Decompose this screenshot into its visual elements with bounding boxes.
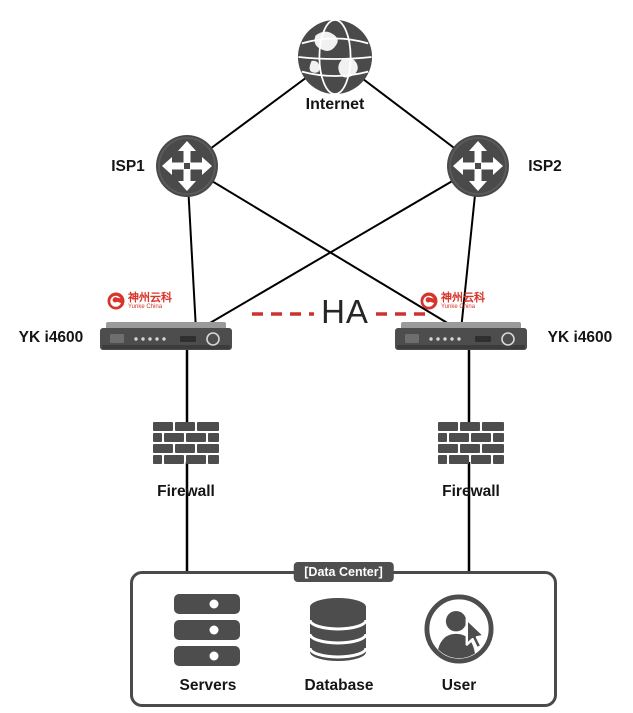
isp1-label: ISP1 [111, 158, 145, 175]
servers-node [174, 594, 240, 671]
firewall-right-label: Firewall [442, 483, 500, 500]
device-left-label: YK i4600 [18, 329, 84, 346]
user-icon [424, 594, 494, 664]
firewall-icon [438, 422, 504, 464]
brand-swirl-icon [107, 292, 125, 310]
firewall-right-node [438, 422, 504, 473]
link-isp2-device-left [197, 165, 479, 331]
isp1-node [155, 134, 219, 203]
device-right-label: YK i4600 [547, 329, 613, 346]
isp2-label: ISP2 [528, 158, 562, 175]
appliance-icon [395, 322, 527, 350]
brand-swirl-icon [420, 292, 438, 310]
user-node [424, 594, 494, 669]
brand-subname: Yunke China [128, 304, 163, 310]
database-node [308, 596, 368, 671]
globe-icon [297, 19, 373, 95]
servers-icon [174, 594, 240, 666]
brand-logo-right: 神州云科 Yunke China [420, 292, 485, 311]
link-isp1-device-right [186, 165, 460, 331]
device-right-node [395, 318, 527, 359]
isp2-node [446, 134, 510, 203]
router-icon [447, 135, 509, 197]
database-icon [308, 598, 368, 661]
database-label: Database [304, 677, 374, 694]
user-label: User [441, 677, 477, 694]
internet-label: Internet [305, 96, 365, 113]
firewall-left-node [153, 422, 219, 473]
appliance-icon [100, 322, 232, 350]
firewall-left-label: Firewall [157, 483, 215, 500]
device-left-node [100, 318, 232, 359]
firewall-icon [153, 422, 219, 464]
ha-label: HA [321, 293, 369, 330]
brand-name: 神州云科 [441, 292, 485, 304]
brand-logo-left: 神州云科 Yunke China [107, 292, 172, 311]
brand-subname: Yunke China [441, 304, 476, 310]
cursor-arrow-icon [465, 618, 486, 650]
datacenter-badge: [Data Center] [293, 562, 394, 582]
brand-name: 神州云科 [128, 292, 172, 304]
router-icon [156, 135, 218, 197]
internet-node [296, 18, 374, 101]
servers-label: Servers [179, 677, 237, 694]
